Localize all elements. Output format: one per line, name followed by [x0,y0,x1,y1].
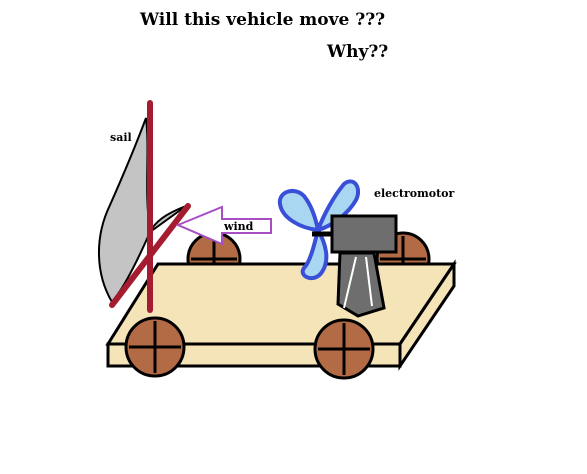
sail-label: sail [110,131,132,144]
question-subtitle: Why?? [327,42,389,62]
mast [109,100,191,313]
electromotor-label: electromotor [374,187,455,200]
question-title: Will this vehicle move ??? [140,10,386,30]
wind-arrow [175,205,272,246]
front-left-wheel [124,316,186,378]
electromotor [330,214,398,318]
wind-label: wind [224,220,254,233]
front-right-wheel [313,318,375,380]
